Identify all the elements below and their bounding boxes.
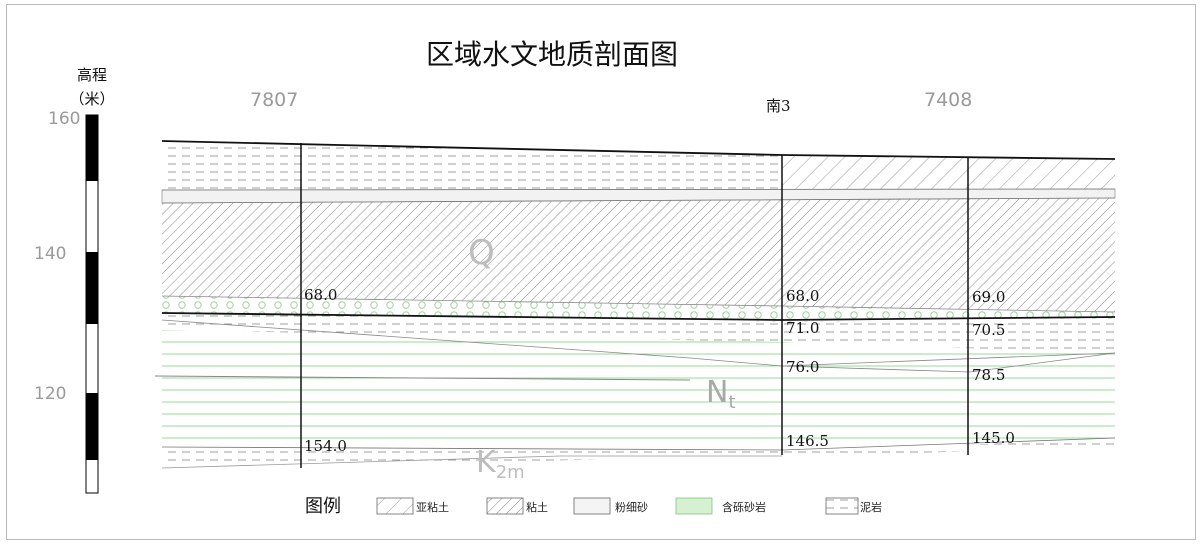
formation-label-k-sub: 2m [496, 462, 525, 483]
elevation-scale: 高程 （米） 160 140 120 [34, 66, 115, 494]
stratum-surface-mudstone [162, 141, 782, 192]
stratum-conglomeratic-sandstone [162, 330, 1115, 450]
legend-swatch-fine-sand [573, 497, 611, 515]
scale-label-unit: （米） [69, 90, 114, 108]
legend-label: 含砾砂岩 [722, 500, 766, 514]
stratum-clay-q [162, 198, 1115, 312]
borehole-id-7408: 7408 [924, 89, 972, 111]
stratum-upper-mudstone [162, 313, 1115, 353]
depth-label: 146.5 [786, 432, 829, 450]
formation-label-q: Q [468, 233, 495, 273]
legend-swatch-subclay [376, 497, 414, 515]
scale-bar-segment [86, 252, 98, 324]
depth-label: 70.5 [972, 321, 1005, 339]
depth-label: 154.0 [304, 437, 347, 455]
depth-label: 69.0 [972, 288, 1005, 306]
section-title: 区域水文地质剖面图 [426, 38, 678, 71]
legend-label: 粘土 [526, 500, 548, 514]
scale-label-height: 高程 [77, 66, 107, 84]
boundary-line [154, 375, 691, 381]
depth-label: 71.0 [786, 319, 819, 337]
legend: 图例 亚粘土 粘土 粉细砂 含砾砂岩 泥岩 [305, 496, 882, 517]
boundary-line [161, 319, 1116, 367]
depth-label: 78.5 [972, 366, 1005, 384]
scale-bar-segment [86, 115, 98, 181]
legend-label: 亚粘土 [416, 500, 449, 514]
legend-title: 图例 [305, 496, 341, 517]
formation-label-nt-sub: t [728, 392, 735, 413]
formation-label-nt-main: N [706, 375, 728, 410]
depth-label: 76.0 [786, 358, 819, 376]
borehole-id-nan3: 南3 [766, 97, 791, 115]
strata [154, 140, 1116, 469]
depth-label: 68.0 [786, 287, 819, 305]
stratum-surface-subclay [782, 155, 1115, 192]
legend-label: 粉细砂 [615, 501, 648, 514]
formation-label-k: K2m [476, 445, 525, 483]
depth-labels: 68.0 154.0 68.0 71.0 76.0 146.5 69.0 70.… [304, 286, 1015, 455]
legend-swatch-clay [486, 497, 524, 515]
legend-label: 泥岩 [860, 500, 882, 514]
boundary-line [161, 455, 782, 469]
boundary-line [161, 197, 1116, 204]
scale-tick-140: 140 [34, 244, 66, 264]
formation-label-k-main: K [476, 445, 497, 480]
scale-bar-segment [86, 393, 98, 460]
scale-tick-120: 120 [34, 384, 66, 404]
legend-swatch-mudstone [825, 497, 859, 515]
formation-label-nt: Nt [706, 375, 736, 413]
borehole-id-7807: 7807 [250, 89, 298, 111]
boundary-line [161, 188, 1116, 191]
depth-label: 145.0 [972, 429, 1015, 447]
scale-tick-160: 160 [48, 109, 80, 129]
depth-label: 68.0 [304, 286, 337, 304]
boundary-line [781, 352, 1116, 373]
legend-swatch-conglomeratic-sandstone [675, 497, 713, 515]
